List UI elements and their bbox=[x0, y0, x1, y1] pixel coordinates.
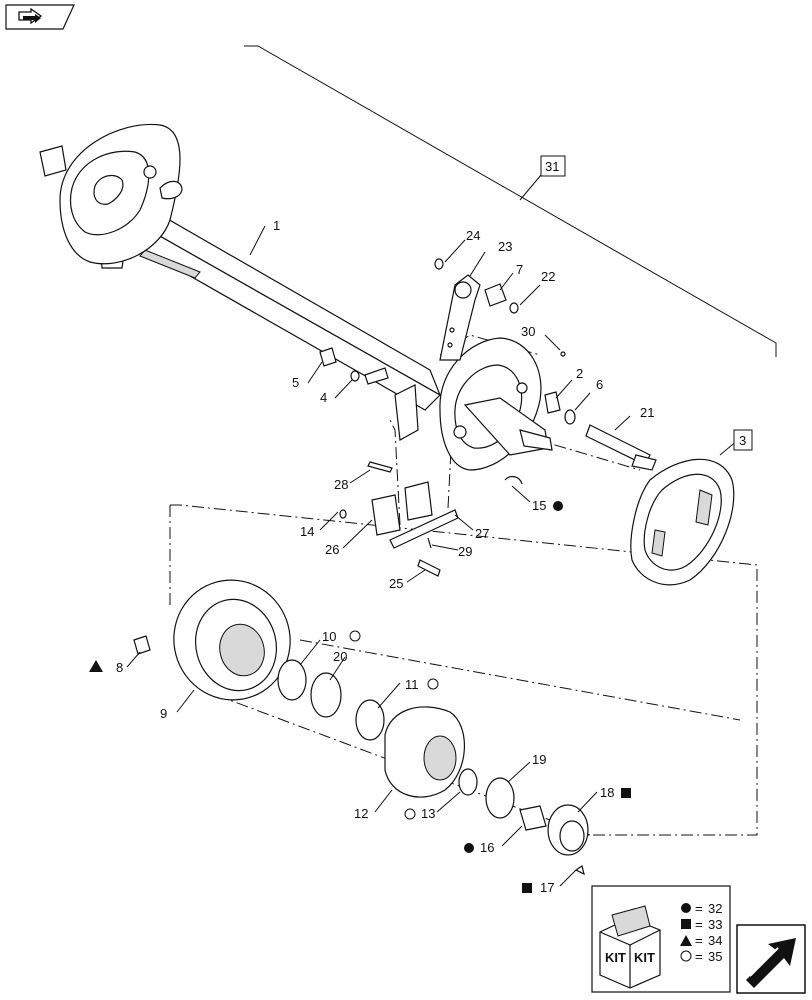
callout-21: 21 bbox=[640, 405, 654, 420]
washer-6 bbox=[564, 409, 576, 425]
right-backing-plate bbox=[439, 337, 553, 471]
filled-circle-symbol-15 bbox=[553, 501, 563, 511]
callout-31-box bbox=[540, 155, 566, 177]
brake-lever bbox=[439, 274, 481, 361]
callout-31: 31 bbox=[545, 159, 559, 174]
bolt-25 bbox=[417, 559, 441, 577]
bearing-20 bbox=[310, 672, 342, 718]
callout-18: 18 bbox=[600, 785, 614, 800]
kit-legend: KIT KIT = 32 = 33 = 34 = 35 bbox=[591, 885, 731, 993]
callout-19: 19 bbox=[532, 752, 546, 767]
legend-value-32: 32 bbox=[708, 901, 722, 916]
spring-26b bbox=[404, 481, 433, 521]
left-backing-plate bbox=[39, 123, 183, 265]
open-circle-symbol-11 bbox=[427, 678, 439, 690]
callout-16: 16 bbox=[480, 840, 494, 855]
callout-1: 1 bbox=[273, 218, 280, 233]
callout-5: 5 bbox=[292, 375, 299, 390]
open-circle-symbol-13 bbox=[404, 808, 416, 820]
callout-10: 10 bbox=[322, 629, 336, 644]
triangle-symbol-8 bbox=[89, 660, 103, 672]
square-symbol-17 bbox=[522, 883, 532, 893]
bolt-28 bbox=[367, 461, 393, 473]
callout-20: 20 bbox=[333, 649, 347, 664]
brake-drum bbox=[173, 579, 291, 701]
wheel-bolt-8 bbox=[133, 635, 151, 655]
callout-3: 3 bbox=[739, 433, 746, 448]
callout-17: 17 bbox=[540, 880, 554, 895]
legend-filled-circle bbox=[681, 903, 691, 913]
callout-8: 8 bbox=[116, 660, 123, 675]
legend-value-34: 34 bbox=[708, 933, 722, 948]
filled-circle-symbol-16 bbox=[464, 843, 474, 853]
bushing-7 bbox=[484, 283, 507, 307]
callout-27: 27 bbox=[475, 526, 489, 541]
callout-30: 30 bbox=[521, 324, 535, 339]
legend-filled-square bbox=[681, 919, 691, 929]
callout-2: 2 bbox=[576, 366, 583, 381]
nut-2 bbox=[544, 391, 561, 414]
ring-13 bbox=[458, 768, 478, 796]
seal-10 bbox=[277, 659, 307, 701]
legend-value-35: 35 bbox=[708, 949, 722, 964]
callout-12: 12 bbox=[354, 806, 368, 821]
legend-open-circle bbox=[680, 950, 692, 962]
callout-25: 25 bbox=[389, 576, 403, 591]
legend-filled-triangle bbox=[680, 935, 692, 946]
callout-15: 15 bbox=[532, 498, 546, 513]
callout-9: 9 bbox=[160, 706, 167, 721]
callout-28: 28 bbox=[334, 477, 348, 492]
grease-nipple-17 bbox=[574, 865, 585, 876]
nut-5 bbox=[319, 347, 337, 367]
legend-equals-1: = bbox=[695, 901, 703, 916]
ring-11 bbox=[355, 699, 385, 741]
navigation-icon[interactable] bbox=[5, 4, 75, 30]
callout-23: 23 bbox=[498, 239, 512, 254]
leader-lines bbox=[126, 174, 739, 887]
washer-4 bbox=[350, 370, 360, 382]
clip-14 bbox=[339, 509, 347, 519]
callout-22: 22 bbox=[541, 269, 555, 284]
wheel-hub bbox=[384, 706, 466, 798]
square-symbol-18 bbox=[621, 788, 631, 798]
kit-label-left: KIT bbox=[605, 950, 626, 965]
callout-7: 7 bbox=[516, 262, 523, 277]
pin-30 bbox=[560, 351, 566, 357]
hub-cap bbox=[547, 804, 589, 856]
callout-26: 26 bbox=[325, 542, 339, 557]
callout-6: 6 bbox=[596, 377, 603, 392]
legend-equals-4: = bbox=[695, 949, 703, 964]
legend-equals-2: = bbox=[695, 917, 703, 932]
next-page-arrow-icon[interactable] bbox=[736, 924, 806, 994]
circlip-24 bbox=[434, 258, 444, 270]
callout-24: 24 bbox=[466, 228, 480, 243]
callout-13: 13 bbox=[421, 806, 435, 821]
kit-label-right: KIT bbox=[634, 950, 655, 965]
callout-4: 4 bbox=[320, 390, 327, 405]
callout-11: 11 bbox=[405, 677, 419, 692]
spring-26 bbox=[371, 494, 401, 536]
brake-shoe-assembly bbox=[630, 458, 735, 586]
callout-3-box bbox=[733, 429, 753, 451]
bearing-19 bbox=[485, 777, 515, 819]
legend-equals-3: = bbox=[695, 933, 703, 948]
callout-29: 29 bbox=[458, 544, 472, 559]
clip-15 bbox=[504, 475, 523, 485]
callout-symbols bbox=[89, 501, 631, 893]
washer-22 bbox=[509, 302, 519, 314]
nut-16 bbox=[519, 805, 547, 831]
callout-labels: 1 2 3 4 5 6 7 8 9 10 11 12 13 14 15 16 1… bbox=[116, 155, 753, 895]
legend-value-33: 33 bbox=[708, 917, 722, 932]
callout-14: 14 bbox=[300, 524, 314, 539]
open-circle-symbol-10 bbox=[349, 630, 361, 642]
camshaft bbox=[585, 424, 657, 471]
cotter-29 bbox=[427, 537, 432, 549]
